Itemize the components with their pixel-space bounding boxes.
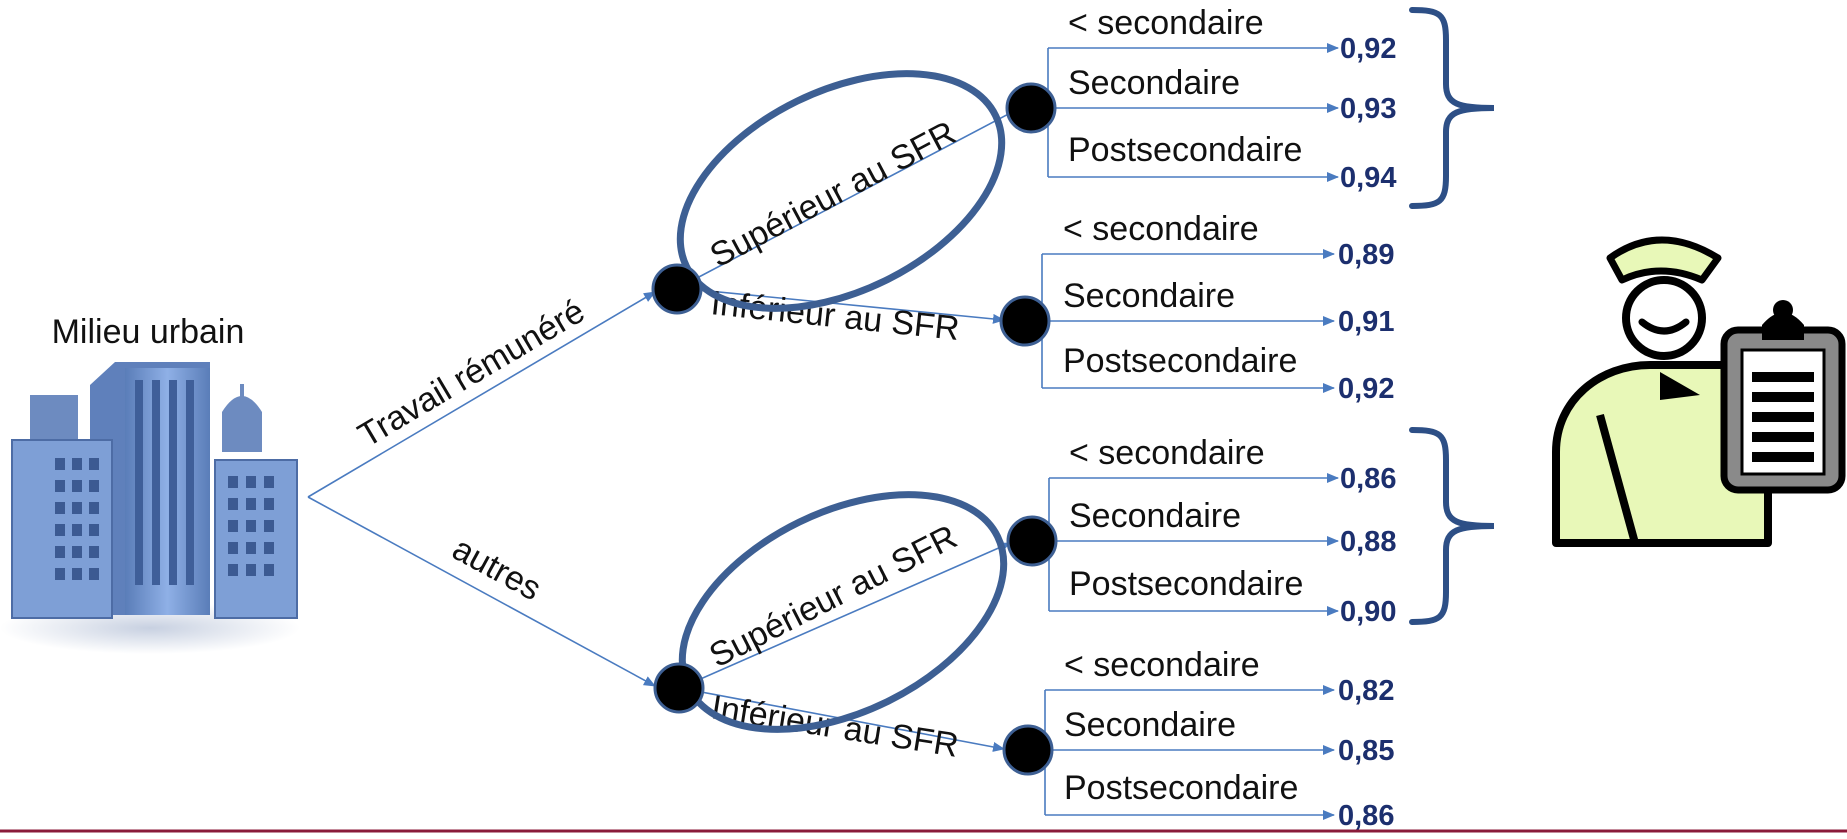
leaf-value: 0,90 <box>1340 596 1396 628</box>
leaf-value: 0,92 <box>1340 33 1396 65</box>
leaf-value: 0,93 <box>1340 93 1396 125</box>
leaf-value: 0,88 <box>1340 526 1396 558</box>
leaf-value: 0,86 <box>1338 800 1394 832</box>
leaf-label: Secondaire <box>1063 277 1235 315</box>
node-superieur-1 <box>1005 82 1057 134</box>
leaf-label: Postsecondaire <box>1063 342 1297 380</box>
branch-label-inferieur-1: Inférieur au SFR <box>709 284 961 348</box>
leaf-label: < secondaire <box>1063 210 1259 248</box>
leaf-value: 0,94 <box>1340 162 1396 194</box>
nurse-with-clipboard-icon <box>1552 236 1846 547</box>
root-label: Milieu urbain <box>52 313 245 351</box>
branch-label-travail: Travail rémunéré <box>352 292 591 455</box>
node-travail <box>651 263 703 315</box>
leaf-label: Postsecondaire <box>1068 131 1302 169</box>
leaf-value: 0,82 <box>1338 675 1394 707</box>
level1-branches: Travail rémunéré autres <box>307 291 656 687</box>
branch-label-superieur-2: Supérieur au SFR <box>703 518 963 675</box>
leaf-value: 0,91 <box>1338 306 1394 338</box>
node-inferieur-1 <box>999 295 1051 347</box>
curly-brace-bottom <box>1409 427 1495 625</box>
leaf-label: Secondaire <box>1069 497 1241 535</box>
level2-branches-bottom: Supérieur au SFR Inférieur au SFR <box>679 518 1011 765</box>
leaf-value: 0,92 <box>1338 373 1394 405</box>
node-inferieur-2 <box>1002 724 1054 776</box>
leaf-groups: < secondaire0,92Secondaire0,93Postsecond… <box>1025 4 1396 832</box>
curly-brace-top <box>1409 7 1495 209</box>
leaf-value: 0,85 <box>1338 735 1394 767</box>
leaf-label: < secondaire <box>1064 646 1260 684</box>
leaf-value: 0,86 <box>1340 463 1396 495</box>
leaf-label: < secondaire <box>1068 4 1264 42</box>
branch-label-autres: autres <box>446 530 547 609</box>
leaf-label: Postsecondaire <box>1064 769 1298 807</box>
decision-nodes <box>651 82 1058 776</box>
leaf-label: Postsecondaire <box>1069 565 1303 603</box>
node-superieur-2 <box>1006 515 1058 567</box>
leaf-label: Secondaire <box>1064 706 1236 744</box>
node-autres <box>653 662 705 714</box>
leaf-label: Secondaire <box>1068 64 1240 102</box>
leaf-value: 0,89 <box>1338 239 1394 271</box>
leaf-label: < secondaire <box>1069 434 1265 472</box>
city-buildings-icon <box>0 362 300 654</box>
